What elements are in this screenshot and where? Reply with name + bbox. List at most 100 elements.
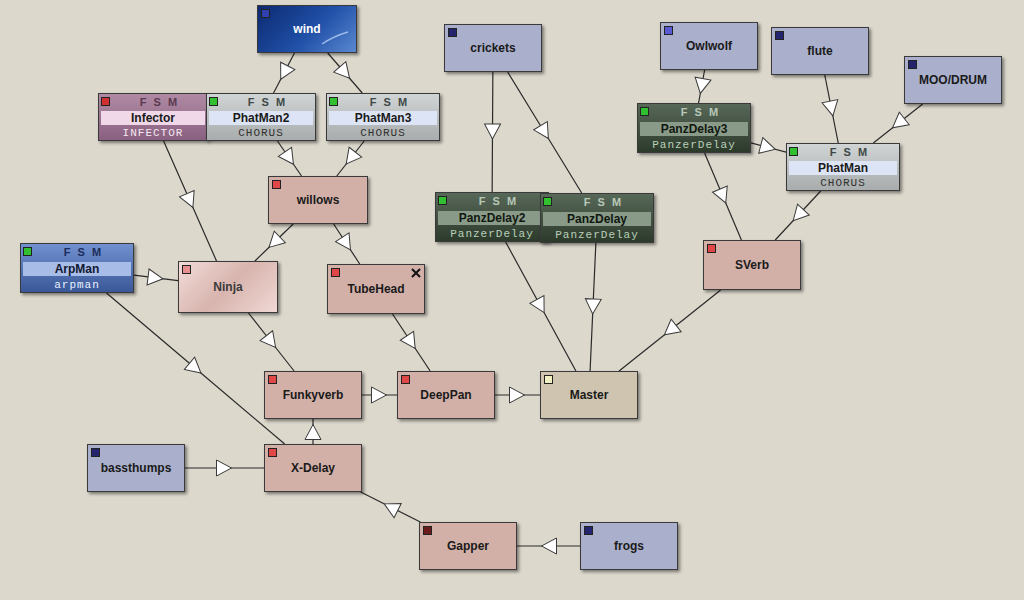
machine-name: Owlwolf: [686, 39, 732, 53]
machine-connection: [255, 224, 293, 261]
status-led: [329, 97, 338, 106]
plugin-header: F S M: [101, 95, 205, 108]
machine-box: X-Delay: [264, 444, 362, 492]
machine-connection: [107, 293, 285, 444]
status-led: [23, 247, 32, 256]
machine-name: Ninja: [213, 280, 242, 294]
status-led: [268, 375, 277, 384]
status-led: [423, 526, 432, 535]
machine-connection: [312, 419, 313, 444]
machine-connection: [873, 104, 922, 143]
machine-box: MOO/DRUM: [904, 56, 1002, 104]
plugin-machine: F S MPhatManCHORUS: [786, 143, 900, 191]
machine-name: PanzDelay2: [438, 211, 546, 225]
plugin-buttons: F S M: [36, 246, 131, 258]
machine-box: bassthumps: [87, 444, 185, 492]
machine-box: Gapper: [419, 522, 517, 570]
plugin-machine: F S M PanzDelay2PanzerDelay: [435, 192, 549, 242]
status-led: [272, 180, 281, 189]
machine-name: Funkyverb: [283, 388, 344, 402]
machine-connection: [492, 72, 494, 192]
machine-box: willows: [268, 176, 368, 224]
machine-name: PanzDelay3: [640, 122, 748, 136]
plugin-buttons: F S M: [653, 106, 748, 118]
machine-connection: [134, 275, 178, 281]
plugin-buttons: F S M: [802, 146, 897, 158]
plugin-header: F S M: [329, 95, 437, 108]
machine-name: Infector: [101, 111, 205, 125]
plugin-type: CHORUS: [238, 127, 284, 139]
machine-name: X-Delay: [291, 461, 335, 475]
status-led: [908, 60, 917, 69]
machine-connection: [619, 290, 721, 371]
machine-name: PhatMan3: [329, 111, 437, 125]
machine-name: wind: [293, 22, 320, 36]
machine-name: frogs: [614, 539, 644, 553]
machine-connection: [590, 243, 596, 371]
machine-connection: [825, 75, 838, 143]
machine-box: Funkyverb: [264, 371, 362, 419]
machine-connection: [248, 313, 294, 371]
machine-connection: [699, 70, 705, 103]
plugin-buttons: F S M: [451, 195, 546, 207]
status-led: [448, 28, 457, 37]
machine-connection: [362, 394, 397, 395]
plugin-buttons: F S M: [114, 96, 205, 108]
plugin-machine: F S MInfectorINFECTOR: [98, 93, 208, 141]
mute-mark: [411, 268, 421, 278]
machine-name: PhatMan2: [209, 111, 313, 125]
machine-connection: [164, 141, 217, 261]
machine-name: bassthumps: [101, 461, 172, 475]
plugin-header: F S M: [23, 245, 131, 258]
plugin-type: CHORUS: [820, 177, 866, 189]
status-led: [182, 265, 191, 274]
plugin-header: F S M: [543, 195, 651, 208]
machine-name: crickets: [470, 41, 515, 55]
plugin-header: F S M: [640, 105, 748, 118]
machine-box: crickets: [444, 24, 542, 72]
machine-connection: [393, 314, 431, 371]
status-led: [209, 97, 218, 106]
machine-name: SVerb: [735, 258, 769, 272]
status-led: [268, 448, 277, 457]
plugin-type: PanzerDelay: [652, 139, 736, 151]
machine-connection: [277, 141, 301, 176]
status-led: [401, 375, 410, 384]
machine-connection: [508, 72, 582, 193]
machine-name: MOO/DRUM: [919, 73, 987, 87]
machine-connection: [185, 467, 264, 468]
status-led: [331, 268, 340, 277]
status-led: [584, 526, 593, 535]
status-led: [544, 375, 553, 384]
plugin-header: F S M: [438, 194, 546, 207]
status-led: [543, 197, 552, 206]
machine-connection: [705, 153, 742, 240]
plugin-machine: F S MPanzDelayPanzerDelay: [540, 193, 654, 243]
status-led: [438, 196, 447, 205]
status-led: [707, 244, 716, 253]
plugin-buttons: F S M: [556, 196, 651, 208]
machine-name: TubeHead: [347, 282, 404, 296]
machine-connection: [495, 394, 540, 395]
plugin-type: PanzerDelay: [450, 228, 534, 240]
machine-connection: [328, 53, 363, 93]
status-led: [664, 26, 673, 35]
machine-connection: [751, 143, 786, 152]
plugin-machine: F S M PanzDelay3PanzerDelay: [637, 103, 751, 153]
machine-name: PanzDelay: [543, 212, 651, 226]
status-led: [91, 448, 100, 457]
machine-connection: [506, 242, 576, 371]
plugin-type: arpman: [54, 279, 100, 291]
master-machine: Master: [540, 371, 638, 419]
status-led: [789, 147, 798, 156]
wind-decoration: [320, 28, 350, 48]
status-led: [101, 97, 110, 106]
machine-connection: [337, 141, 364, 176]
machine-box: frogs: [580, 522, 678, 570]
machine-box: DeepPan: [397, 371, 495, 419]
machine-box: TubeHead: [327, 264, 425, 314]
status-led: [640, 107, 649, 116]
plugin-machine: F S MArpManarpman: [20, 243, 134, 293]
machine-connection: [361, 492, 421, 522]
